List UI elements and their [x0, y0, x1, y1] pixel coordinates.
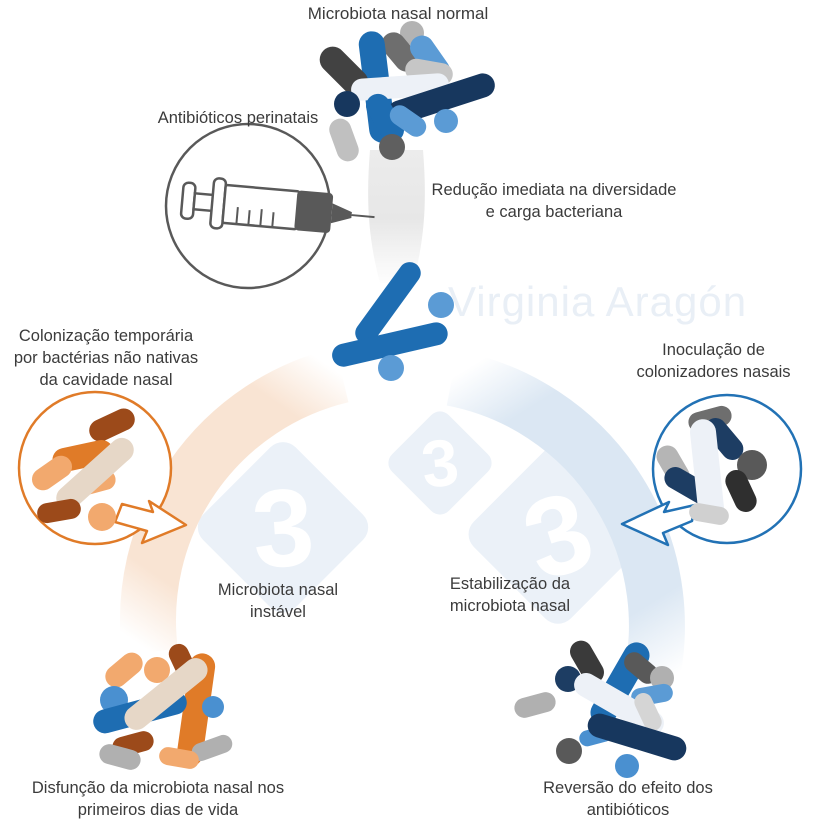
syringe-icon — [179, 177, 375, 233]
label-dysfunction: Disfunção da microbiota nasal nos primei… — [31, 779, 285, 819]
bubble-arrow-icon — [620, 500, 697, 547]
reduction-funnel-arrow — [368, 150, 425, 283]
bacteria-cluster-restored — [514, 640, 687, 778]
watermark-author-text: Virginia Aragón — [448, 278, 748, 325]
bacteria-cluster-reduced — [332, 262, 454, 381]
bubble-arrow-icon — [113, 499, 188, 545]
label-immediate-reduction: Redução imediata na diversidade e carga … — [431, 181, 677, 221]
label-inoculation: Inoculação de colonizadores nasais — [636, 341, 791, 381]
bubble-foreign-bacteria-icon — [17, 390, 188, 546]
watermark-digit: 3 — [418, 424, 462, 501]
label-normal-microbiota-title: Microbiota nasal normal — [307, 4, 489, 23]
watermark-333-logo: 3 3 3 — [197, 411, 648, 624]
pathway-arc-left — [120, 347, 349, 656]
watermark-digit: 3 — [248, 465, 318, 592]
pathway-arc-right — [446, 350, 685, 700]
foreign-bacteria-shapes — [31, 408, 135, 531]
bacteria-cluster-normal — [319, 21, 495, 162]
label-perinatal-antibiotics: Antibióticos perinatais — [157, 109, 319, 127]
label-temporary-colonization: Colonização temporária por bactérias não… — [13, 327, 199, 389]
label-stabilization: Estabilização da microbiota nasal — [449, 575, 571, 615]
colonizer-bacteria-shapes — [656, 405, 767, 525]
label-unstable-microbiota: Microbiota nasal instável — [217, 581, 339, 621]
bubble-nasal-colonizers-icon — [620, 393, 803, 547]
label-reversal: Reversão do efeito dos antibióticos — [543, 779, 713, 819]
bacteria-cluster-dysbiosis — [93, 643, 233, 770]
